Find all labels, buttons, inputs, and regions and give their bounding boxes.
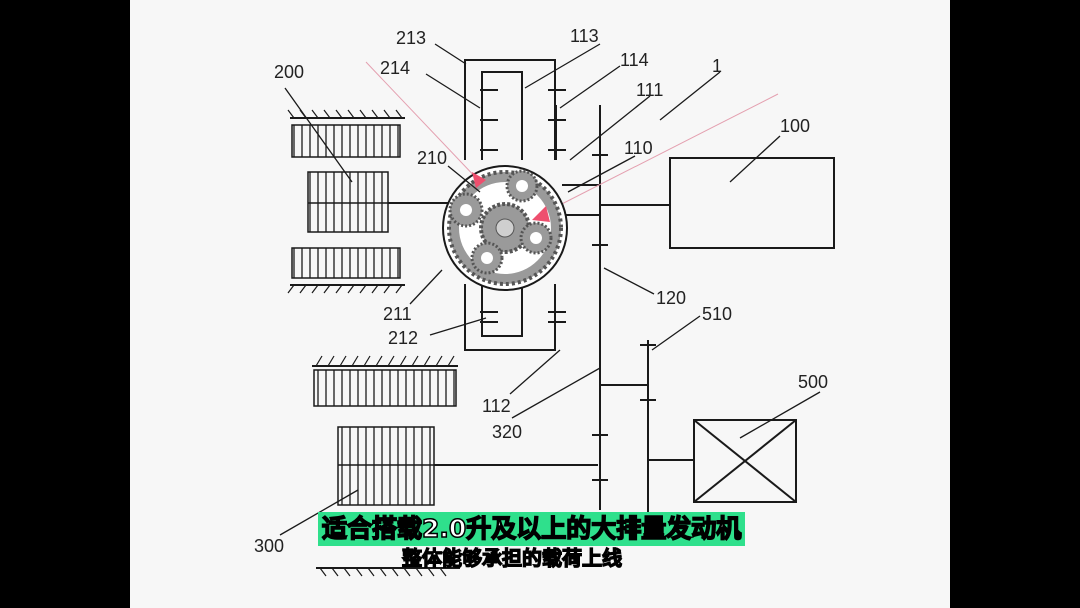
- label-213: 213: [396, 28, 426, 48]
- gearbox-500: [693, 419, 797, 503]
- shaft-lines: [562, 105, 694, 520]
- label-1: 1: [712, 56, 722, 76]
- upper-carrier-bracket: [464, 59, 566, 160]
- label-210: 210: [417, 148, 447, 168]
- clutch-320-plate: [312, 355, 458, 407]
- label-113: 113: [570, 26, 599, 46]
- subtitle-line-2: 整体能够承担的载荷上线: [401, 545, 622, 570]
- planet-gear-1: [448, 192, 484, 228]
- label-100: 100: [780, 116, 810, 136]
- video-frame: 213 113 214 114 200 1 111 100 110 210 12…: [130, 0, 950, 608]
- label-212: 212: [388, 328, 418, 348]
- clutch-200-hub: [307, 171, 448, 233]
- label-300: 300: [254, 536, 284, 556]
- subtitle-line-1: 适合搭载2.0升及以上的大排量发动机: [318, 512, 746, 546]
- highlight-marker-right: [532, 206, 550, 222]
- label-214: 214: [380, 58, 410, 78]
- planet-gear-3: [519, 221, 553, 255]
- clutch-200-upper-plate: [287, 109, 405, 158]
- transmission-schematic: 213 113 214 114 200 1 111 100 110 210 12…: [254, 26, 835, 577]
- planet-gear-2: [505, 169, 539, 203]
- highlight-marker-left: [472, 172, 486, 188]
- highlight-line-right: [549, 93, 779, 211]
- planetary-gear-set: [442, 165, 568, 291]
- planet-gear-4: [470, 241, 504, 275]
- label-114: 114: [620, 50, 649, 70]
- label-111: 111: [636, 80, 663, 100]
- label-211: 211: [383, 304, 412, 324]
- clutch-200-lower-plate: [287, 247, 405, 294]
- label-200: 200: [274, 62, 304, 82]
- label-112: 112: [482, 396, 511, 416]
- leader-lines: [279, 43, 821, 536]
- label-510: 510: [702, 304, 732, 324]
- label-110: 110: [624, 138, 653, 158]
- label-320: 320: [492, 422, 522, 442]
- label-120: 120: [656, 288, 686, 308]
- lower-carrier-bracket: [464, 284, 566, 351]
- engine-100: [669, 157, 835, 249]
- label-500: 500: [798, 372, 828, 392]
- highlight-line-left: [365, 61, 481, 183]
